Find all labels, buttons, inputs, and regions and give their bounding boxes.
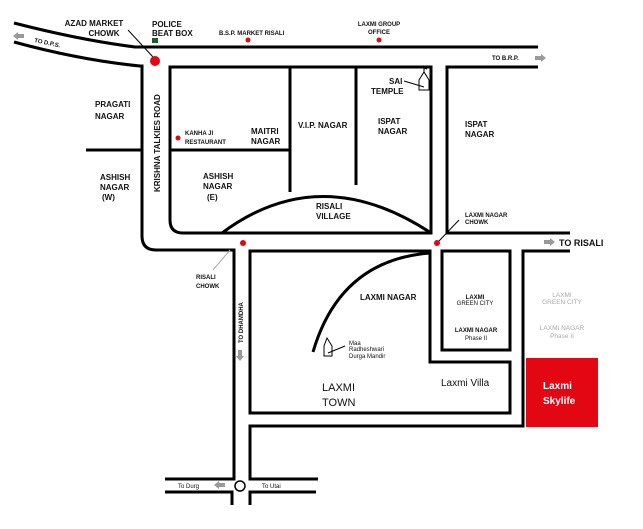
label: TOWN [322, 397, 355, 409]
label: To Utai [262, 484, 281, 490]
label: LAXMI NAGAR [465, 213, 508, 219]
label: RESTAURANT [185, 140, 226, 146]
label: LAXMI NAGAR [360, 293, 417, 302]
label: AZAD MARKET [65, 19, 124, 28]
label: KANHA JI [185, 131, 213, 137]
label: Radheshwari [349, 347, 384, 353]
label: NAGAR [251, 137, 281, 146]
arrow-down-icon [236, 350, 244, 361]
label: CHOWK [88, 29, 119, 38]
label: OFFICE [368, 30, 390, 36]
label: NAGAR [100, 183, 130, 192]
roads [13, 21, 570, 505]
label: LAXMI [552, 292, 572, 299]
azad-market-chowk-marker [150, 56, 160, 66]
label: ASHISH [203, 172, 233, 181]
label: ISPAT [378, 117, 400, 126]
arrow-left-icon [13, 32, 24, 40]
arrow-left-icon [214, 481, 225, 489]
label: Laxmi Villa [441, 378, 490, 389]
label: GREEN CITY [542, 299, 582, 306]
label: MAITRI [251, 127, 279, 136]
label: GREEN CITY [457, 301, 494, 307]
skylife-label: Laxmi [543, 381, 572, 392]
label: CHOWK [196, 284, 220, 290]
label: NAGAR [465, 130, 495, 139]
police-beat-box-marker [152, 38, 158, 43]
label: Durga Mandir [349, 354, 385, 360]
label: TO RISALI [559, 238, 603, 248]
label: ASHISH [100, 173, 130, 182]
label: LAXMI [466, 295, 485, 301]
durga-mandir-icon [323, 336, 346, 357]
label: LAXMI GROUP [358, 22, 400, 28]
label: RISALI [196, 275, 216, 281]
label: Maa [349, 341, 361, 347]
label: BEAT BOX [152, 29, 193, 38]
label: RISALI [316, 202, 342, 211]
label: NAGAR [203, 182, 233, 191]
label: TO D.P.S. [34, 38, 61, 49]
label: TO DHAMDHA [239, 301, 245, 343]
label: B.S.P. MARKET RISALI [219, 31, 285, 37]
label: LAXMI NAGAR [455, 328, 498, 334]
laxmi-skylife-highlight[interactable] [526, 358, 598, 427]
sai-temple-icon [403, 67, 430, 91]
label: Phase II [465, 336, 487, 342]
label: (E) [207, 193, 218, 202]
label: SAI [389, 77, 402, 86]
label: POLICE [152, 20, 182, 29]
arrow-right-icon [535, 54, 546, 62]
label: NAGAR [378, 127, 408, 136]
map-labels: AZAD MARKET CHOWK POLICE BEAT BOX B.S.P.… [34, 19, 604, 490]
kanha-ji-marker [175, 135, 181, 141]
label: PRAGATI [95, 100, 130, 109]
laxmi-nagar-chowk-marker [434, 240, 440, 246]
label: CHOWK [465, 220, 489, 226]
label: TO B.R.P. [492, 56, 519, 62]
risali-chowk-marker [240, 240, 246, 246]
label: V.I.P. NAGAR [298, 121, 348, 130]
label: TEMPLE [371, 87, 404, 96]
bsp-market-marker [245, 37, 251, 43]
label: To Durg [178, 484, 199, 490]
label: LAXMI NAGAR [540, 325, 585, 332]
label: NAGAR [95, 112, 125, 121]
label: VILLAGE [316, 212, 351, 221]
label: (W) [102, 193, 115, 202]
arrow-right-icon [544, 238, 555, 246]
label: Phase II [550, 333, 574, 340]
krishna-talkies-road-label: KRISHNA TALKIES ROAD [153, 94, 162, 192]
skylife-label: Skylife [543, 396, 576, 407]
label: LAXMI [322, 382, 355, 394]
roundabout [234, 480, 246, 492]
label: ISPAT [465, 120, 487, 129]
office-marker [376, 37, 382, 43]
